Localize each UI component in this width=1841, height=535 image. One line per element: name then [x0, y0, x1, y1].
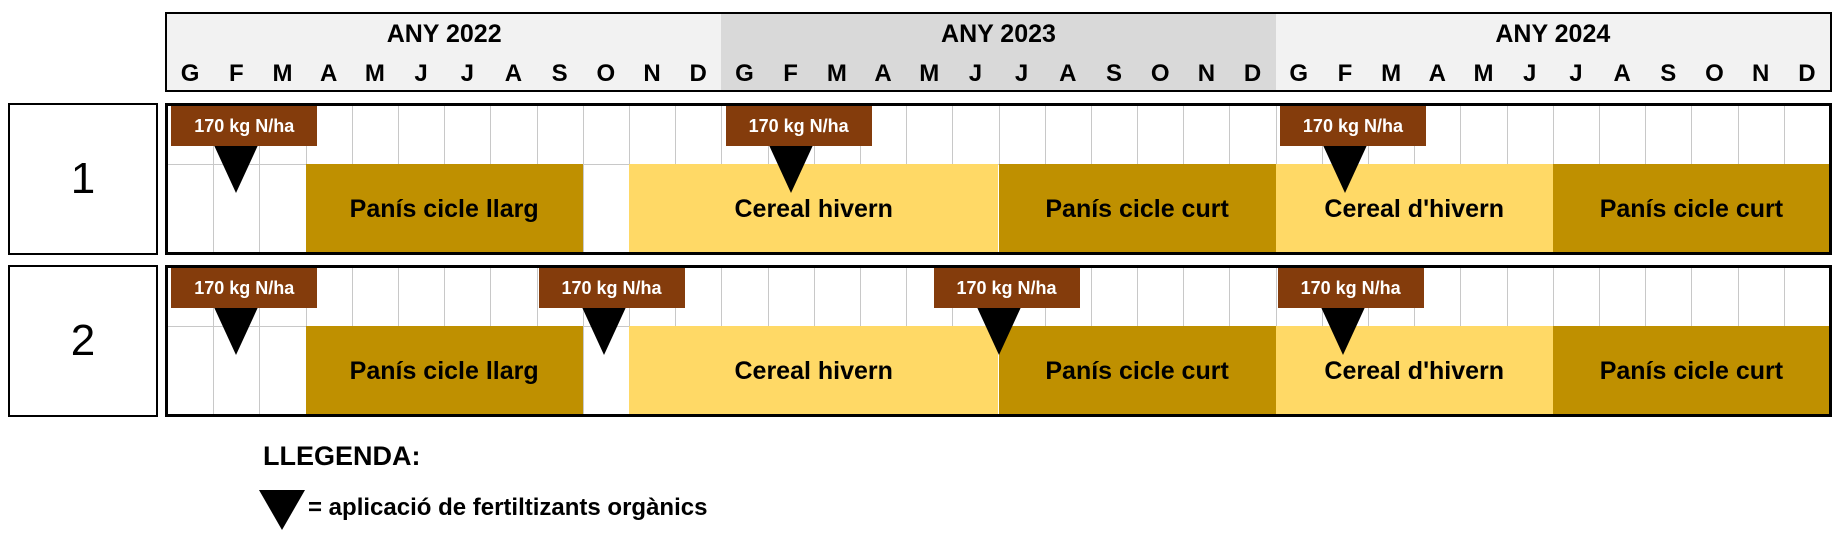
month-label: J: [968, 60, 983, 87]
dose-badge: 170 kg N/ha: [725, 106, 872, 146]
month-label: M: [272, 60, 293, 87]
fertilizer-application-marker-icon: [213, 143, 260, 193]
month-label: A: [1059, 60, 1077, 87]
month-label: D: [1243, 60, 1262, 87]
month-label: A: [320, 60, 338, 87]
month-label: N: [643, 60, 661, 87]
month-label: F: [783, 60, 798, 87]
legend-text: = aplicació de fertiltizants orgànics: [308, 494, 708, 521]
crop-bar: Panís cicle curt: [998, 326, 1276, 417]
month-label: J: [1014, 60, 1029, 87]
grid-line: [259, 103, 261, 255]
dose-badge: 170 kg N/ha: [171, 106, 318, 146]
year-label: ANY 2022: [386, 20, 502, 48]
fertilizer-application-marker-icon: [975, 305, 1022, 355]
grid-line: [259, 265, 261, 417]
month-label: N: [1197, 60, 1216, 87]
grid-line: [582, 103, 584, 255]
fertilizer-application-marker-icon: [1319, 305, 1366, 355]
row-frame: [165, 265, 1832, 417]
month-label: A: [504, 60, 523, 87]
dose-badge: 170 kg N/ha: [1279, 106, 1426, 146]
month-label: N: [1752, 60, 1770, 87]
month-label: S: [1660, 60, 1677, 87]
crop-bar: Panís cicle llarg: [305, 164, 583, 255]
month-label: D: [689, 60, 707, 87]
month-label: M: [826, 60, 847, 87]
month-label: O: [596, 60, 616, 87]
year-band: [721, 12, 1276, 92]
month-label: O: [1705, 60, 1724, 87]
crop-bar: Panís cicle curt: [1552, 326, 1830, 417]
fertilizer-application-marker-icon: [767, 143, 814, 193]
month-label: F: [1337, 60, 1353, 87]
crop-bar: Cereal d'hivern: [1275, 164, 1553, 255]
month-label: J: [1569, 60, 1583, 87]
month-label: O: [1150, 60, 1170, 87]
crop-bar: Panís cicle llarg: [305, 326, 583, 417]
year-label: ANY 2023: [941, 20, 1056, 48]
dose-badge: 170 kg N/ha: [1277, 268, 1424, 308]
month-label: M: [1473, 60, 1494, 87]
fertilizer-application-marker-icon: [1321, 143, 1368, 193]
month-label: G: [180, 60, 200, 87]
row-label: 2: [8, 265, 158, 417]
month-label: M: [364, 60, 385, 87]
header-frame: [165, 12, 1832, 92]
month-label: J: [1523, 60, 1537, 87]
legend-title: LLEGENDA:: [263, 441, 421, 471]
crop-bar: Panís cicle curt: [998, 164, 1276, 255]
dose-badge: 170 kg N/ha: [933, 268, 1080, 308]
fertilizer-application-marker-icon: [213, 305, 260, 355]
month-label: G: [1289, 60, 1309, 87]
dose-badge: 170 kg N/ha: [171, 268, 318, 308]
fertilizer-application-marker-icon: [580, 305, 627, 355]
month-label: G: [735, 60, 754, 87]
month-label: S: [1105, 60, 1122, 87]
month-label: M: [919, 60, 940, 87]
row-label: 1: [8, 103, 158, 255]
crop-bar: Cereal hivern: [628, 164, 999, 255]
month-label: J: [460, 60, 474, 87]
crop-bar: Cereal hivern: [628, 326, 999, 417]
year-band: [167, 12, 722, 92]
month-label: A: [874, 60, 892, 87]
row-frame: [165, 103, 1832, 255]
month-label: D: [1798, 60, 1816, 87]
crop-bar: Panís cicle curt: [1552, 164, 1830, 255]
year-label: ANY 2024: [1495, 20, 1611, 48]
legend-triangle-icon: [259, 490, 305, 530]
month-label: A: [1428, 60, 1447, 87]
dose-badge: 170 kg N/ha: [538, 268, 685, 308]
month-label: F: [228, 60, 244, 87]
year-band: [1275, 12, 1830, 92]
month-label: S: [551, 60, 568, 87]
month-label: M: [1381, 60, 1402, 87]
month-label: A: [1613, 60, 1631, 87]
month-label: J: [414, 60, 428, 87]
